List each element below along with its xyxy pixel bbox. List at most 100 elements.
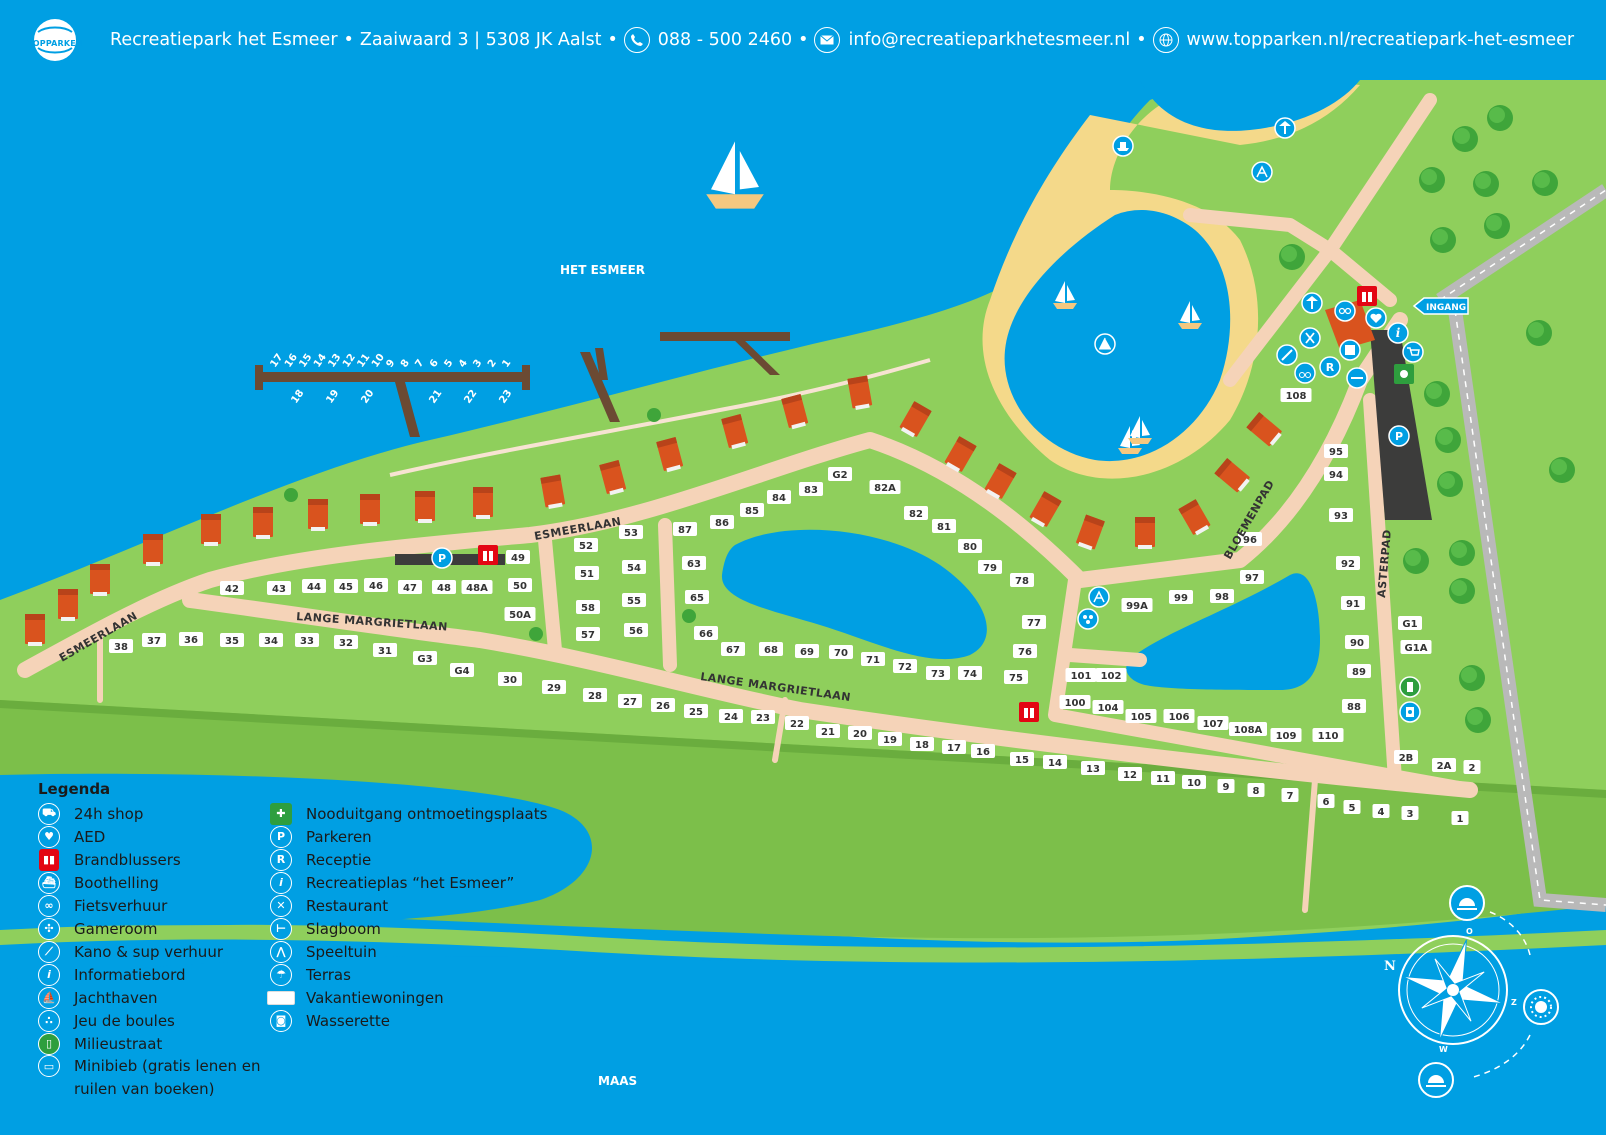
lot-badge xyxy=(1398,616,1422,630)
lot-number: 18 xyxy=(915,740,929,751)
lot-badge xyxy=(508,578,532,592)
lot-number: G3 xyxy=(417,654,432,665)
email-link[interactable]: info@recreatieparkhetesmeer.nl xyxy=(848,30,1131,50)
lot-1: 1 xyxy=(1451,811,1469,825)
lot-badge xyxy=(220,633,244,647)
book-icon xyxy=(1339,339,1361,361)
lot-G2: G2 xyxy=(828,467,852,481)
lot-badge xyxy=(1247,783,1265,797)
lot-number: 95 xyxy=(1329,447,1343,458)
lot-badge xyxy=(785,716,809,730)
holiday-home xyxy=(253,507,273,539)
lot-badge xyxy=(673,522,697,536)
lot-badge xyxy=(829,645,853,659)
lot-badge xyxy=(719,709,743,723)
lot-number: 20 xyxy=(853,729,867,740)
lot-number: 36 xyxy=(184,635,198,646)
lot-number: 75 xyxy=(1009,673,1023,684)
lot-50A: 50A xyxy=(504,607,536,621)
tree xyxy=(1459,665,1485,691)
lot-number: G4 xyxy=(454,666,469,677)
terrace-icon xyxy=(1274,117,1296,139)
lot-number: 58 xyxy=(581,603,595,614)
lot-number: 107 xyxy=(1203,719,1224,730)
lot-65: 65 xyxy=(685,590,709,604)
boat-ramp-icon: ⛴ xyxy=(38,871,60,894)
lot-badge xyxy=(1324,444,1348,458)
legend-item: ⟋Kano & sup verhuur xyxy=(38,940,274,963)
svg-text:P: P xyxy=(1395,430,1403,443)
lot-90: 90 xyxy=(1345,635,1369,649)
lot-number: 80 xyxy=(963,542,977,553)
lot-number: 99 xyxy=(1174,593,1188,604)
lot-badge xyxy=(506,550,530,564)
lot-number: 55 xyxy=(627,596,641,607)
legend-column-left: ⛟24h shop ♥AED ▮▮Brandblussers ⛴Boothell… xyxy=(38,802,274,1101)
lot-number: 88 xyxy=(1347,702,1361,713)
lot-badge xyxy=(1345,635,1369,649)
lot-number: 51 xyxy=(580,569,594,580)
pond-west xyxy=(721,529,987,660)
bicycle-icon: ∞ xyxy=(38,894,60,917)
legend-item: ▯Milieustraat xyxy=(38,1032,274,1055)
lot-number: 108A xyxy=(1234,725,1263,736)
lot-99: 99 xyxy=(1169,590,1193,604)
lot-G3: G3 xyxy=(413,651,437,665)
lot-number: 42 xyxy=(225,584,239,595)
legend-bay xyxy=(0,773,593,926)
shrub xyxy=(529,627,543,641)
lot-number: 28 xyxy=(588,691,602,702)
svg-text:R: R xyxy=(1326,361,1335,374)
lot-66: 66 xyxy=(694,626,718,640)
lot-number: 1 xyxy=(1457,814,1464,825)
holiday-home xyxy=(473,487,493,519)
lot-3: 3 xyxy=(1401,806,1419,820)
lot-badge xyxy=(302,579,326,593)
lot-badge xyxy=(1059,695,1091,709)
lot-number: 52 xyxy=(579,541,593,552)
lot-number: 16 xyxy=(976,747,990,758)
holiday-home xyxy=(415,491,435,523)
lot-G1A: G1A xyxy=(1400,640,1432,654)
contact-line: Recreatiepark het Esmeer • Zaaiwaard 3 |… xyxy=(110,27,1574,53)
lot-68: 68 xyxy=(759,642,783,656)
phone-number[interactable]: 088 - 500 2460 xyxy=(657,30,793,50)
lot-63: 63 xyxy=(682,556,706,570)
lot-number: 63 xyxy=(687,559,701,570)
recycle-bin-icon: ▯ xyxy=(38,1032,60,1055)
sailboat-icon xyxy=(1094,333,1116,355)
lot-86: 86 xyxy=(710,515,734,529)
lot-number: 35 xyxy=(225,636,239,647)
lot-number: 12 xyxy=(1123,770,1137,781)
lot-number: 84 xyxy=(772,493,786,504)
lot-2: 2 xyxy=(1463,760,1481,774)
lot-number: 30 xyxy=(503,675,517,686)
tree xyxy=(1435,427,1461,453)
header: TOPPARKEN Recreatiepark het Esmeer • Zaa… xyxy=(0,0,1606,78)
lot-74: 74 xyxy=(958,666,982,680)
lot-number: 94 xyxy=(1329,470,1343,481)
lot-36: 36 xyxy=(179,632,203,646)
lot-number: 9 xyxy=(1223,782,1230,793)
lot-badge xyxy=(721,642,745,656)
lot-number: 69 xyxy=(800,647,814,658)
lot-badge xyxy=(622,560,646,574)
lot-badge xyxy=(958,539,982,553)
lot-107: 107 xyxy=(1197,716,1229,730)
lot-20: 20 xyxy=(848,726,872,740)
lot-badge xyxy=(1342,699,1366,713)
lot-badge xyxy=(893,659,917,673)
website-link[interactable]: www.topparken.nl/recreatiepark-het-esmee… xyxy=(1186,30,1575,50)
lot-number: 77 xyxy=(1027,618,1041,629)
lot-number: 99A xyxy=(1126,601,1148,612)
lot-badge xyxy=(259,633,283,647)
legend-item: ✣Gameroom xyxy=(38,917,274,940)
lot-35: 35 xyxy=(220,633,244,647)
lot-badge xyxy=(142,633,166,647)
lot-number: 109 xyxy=(1276,731,1297,742)
lot-badge xyxy=(1163,709,1195,723)
reception-icon: R xyxy=(270,848,292,871)
lot-badge xyxy=(1229,722,1267,736)
lot-badge xyxy=(1280,388,1312,402)
compass-north: N xyxy=(1384,959,1396,974)
